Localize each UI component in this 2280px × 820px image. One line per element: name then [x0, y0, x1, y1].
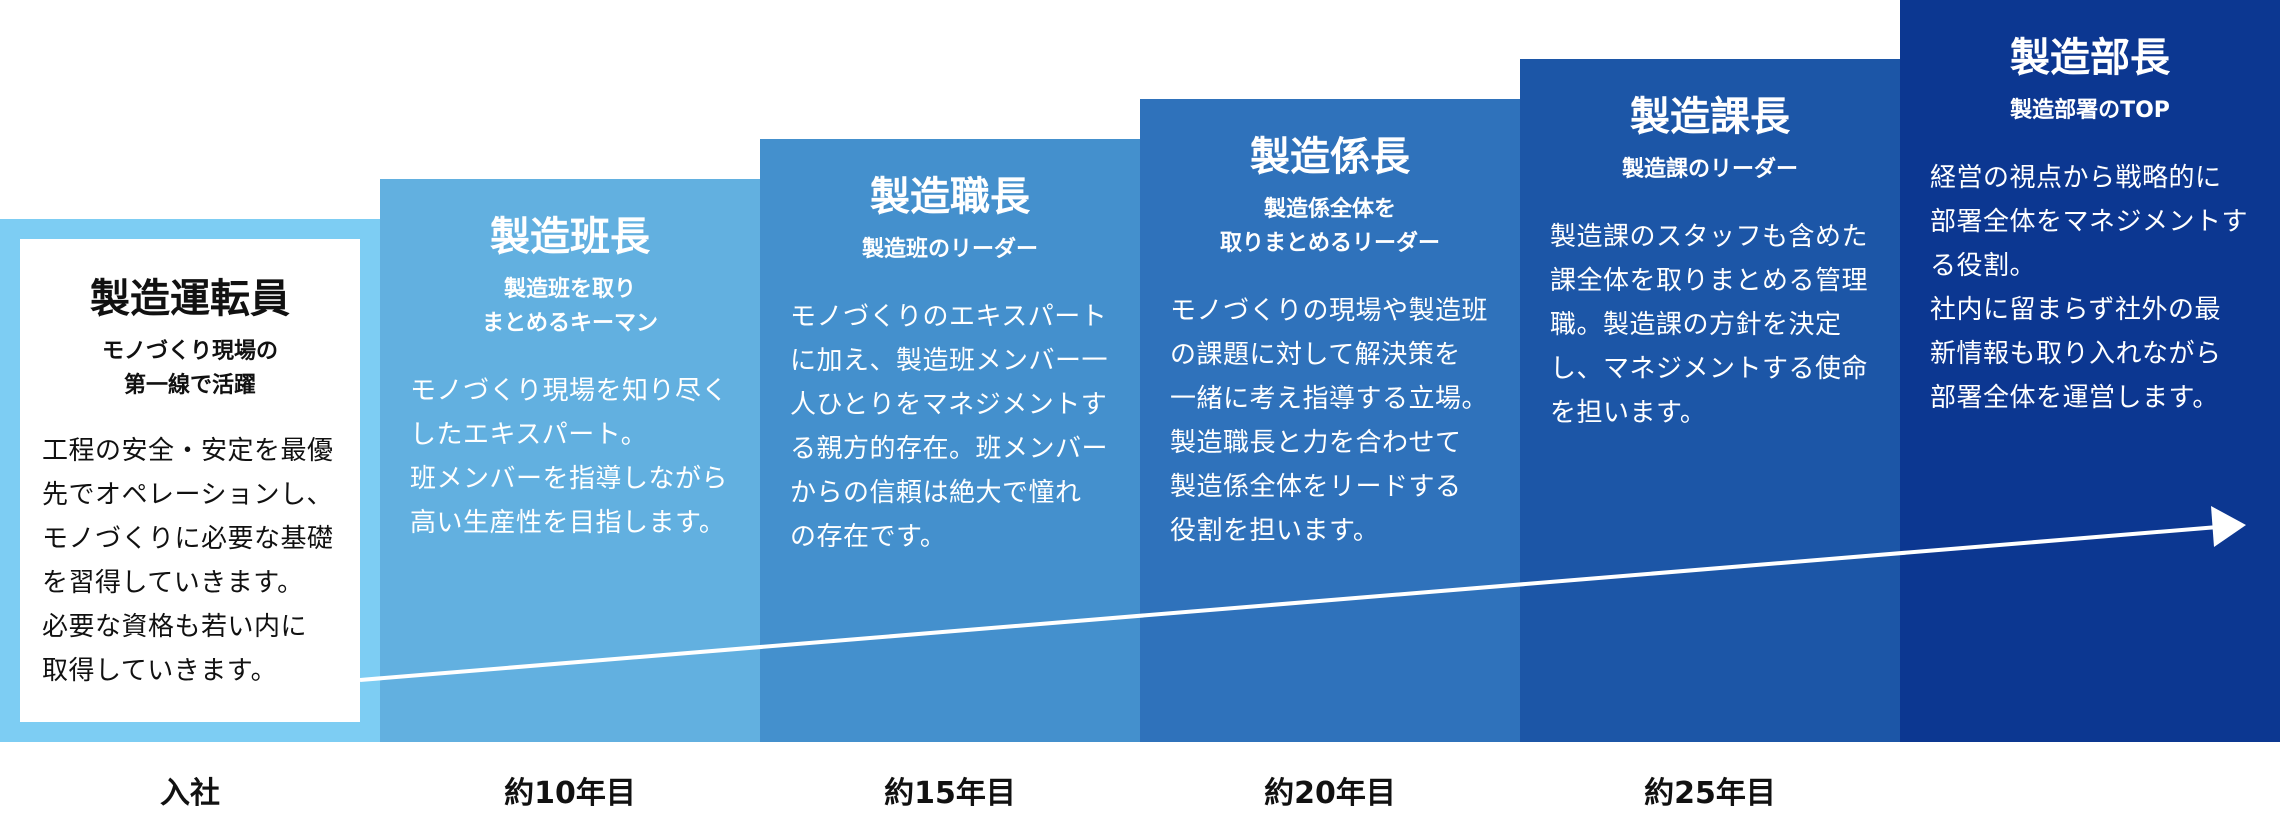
career-step-section-manager: 製造課長 製造課のリーダー 製造課のスタッフも含めた 課全体を取りまとめる管理 …	[1520, 59, 1900, 742]
step-description: モノづくりのエキスパート に加え、製造班メンバー一 人ひとりをマネジメントす る…	[790, 302, 1109, 552]
career-step-chief: 製造係長 製造係全体を 取りまとめるリーダー モノづくりの現場や製造班 の課題に…	[1140, 99, 1520, 742]
career-step-card: 製造運転員 モノづくり現場の 第一線で活躍 工程の安全・安定を最優 先でオペレー…	[20, 239, 360, 722]
step-subtitle: 製造班を取り まとめるキーマン	[481, 277, 658, 336]
career-step-team-leader: 製造班長 製造班を取り まとめるキーマン モノづくり現場を知り尽く したエキスパ…	[380, 179, 760, 742]
step-description: モノづくりの現場や製造班 の課題に対して解決策を 一緒に考え指導する立場。 製造…	[1170, 296, 1489, 546]
year-label: 入社	[160, 776, 220, 811]
step-subtitle: 製造課のリーダー	[1621, 157, 1798, 182]
step-subtitle: 製造係全体を 取りまとめるリーダー	[1219, 197, 1440, 256]
step-description: モノづくり現場を知り尽く したエキスパート。 班メンバーを指導しながら 高い生産…	[410, 376, 729, 538]
step-description: 経営の視点から戦略的に 部署全体をマネジメントす る役割。 社内に留まらず社外の…	[1930, 163, 2249, 413]
step-title: 製造部長	[2010, 35, 2170, 81]
step-description: 工程の安全・安定を最優 先でオペレーションし、 モノづくりに必要な基礎 を習得し…	[42, 436, 334, 686]
step-subtitle: 製造班のリーダー	[861, 237, 1038, 262]
career-step-operator: 製造運転員 モノづくり現場の 第一線で活躍 工程の安全・安定を最優 先でオペレー…	[0, 219, 380, 742]
step-subtitle: 製造部署のTOP	[2010, 98, 2170, 123]
year-label: 約15年目	[884, 776, 1016, 811]
career-step-foreman: 製造職長 製造班のリーダー モノづくりのエキスパート に加え、製造班メンバー一 …	[760, 139, 1140, 742]
step-title: 製造係長	[1250, 134, 1410, 180]
step-title: 製造運転員	[90, 276, 290, 322]
career-step-department-manager: 製造部長 製造部署のTOP 経営の視点から戦略的に 部署全体をマネジメントす る…	[1900, 0, 2280, 742]
step-title: 製造職長	[870, 174, 1030, 220]
year-label: 約10年目	[504, 776, 636, 811]
year-label: 約20年目	[1264, 776, 1396, 811]
step-title: 製造課長	[1630, 94, 1790, 140]
step-subtitle: モノづくり現場の 第一線で活躍	[101, 339, 278, 398]
step-title: 製造班長	[490, 214, 650, 260]
step-description: 製造課のスタッフも含めた 課全体を取りまとめる管理 職。製造課の方針を決定 し、…	[1550, 222, 1869, 428]
year-label: 約25年目	[1644, 776, 1776, 811]
